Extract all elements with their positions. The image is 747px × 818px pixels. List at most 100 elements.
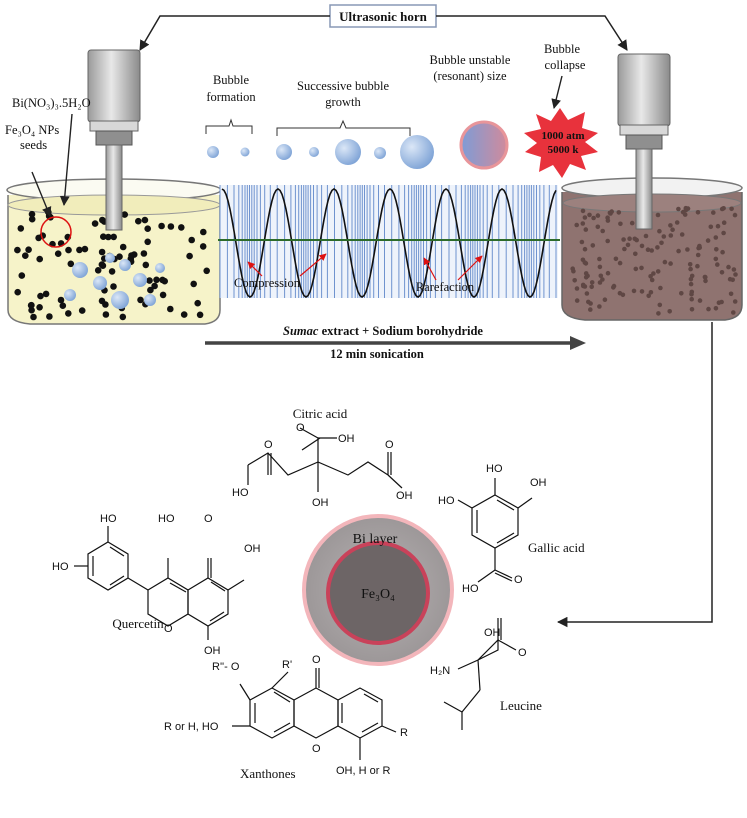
product-dot [595, 224, 601, 230]
precursor-dot [142, 261, 150, 269]
quercetin-o-1: O [204, 513, 213, 525]
precursor-dot [78, 307, 86, 314]
product-dot [583, 275, 589, 280]
chemical-structures: Citric acid O OH O O HO OH OH HO HO OH H… [52, 406, 585, 781]
product-dot [695, 210, 701, 215]
product-dot [661, 234, 667, 239]
product-dot [688, 276, 694, 282]
product-dot [639, 265, 644, 271]
product-dot [720, 249, 725, 255]
precursor-dot [135, 217, 142, 225]
product-dot [621, 237, 626, 242]
product-dot [689, 289, 695, 295]
product-dot [732, 299, 738, 304]
right-horn-head [617, 53, 671, 127]
product-dot [729, 206, 734, 212]
product-dot [595, 213, 601, 218]
precursor-dot [147, 286, 154, 294]
precursor-arrow [59, 113, 73, 206]
precursor-dot [159, 276, 166, 284]
precursor-dot [98, 261, 106, 268]
xanthone-oh-h-or-r: OH, H or R [336, 765, 390, 777]
precursor-dot [105, 233, 112, 241]
seeds-label-1: Fe₃O₄ NPs [5, 123, 59, 137]
product-dot [676, 248, 681, 254]
product-dot [597, 304, 602, 309]
product-dot [605, 270, 611, 276]
product-dot [618, 221, 623, 227]
pressure-bars [219, 185, 558, 298]
product-dot [583, 227, 589, 232]
precursor-dot [28, 306, 35, 314]
product-dot [655, 245, 660, 250]
left-horn-head [87, 49, 141, 123]
precursor-dot [98, 248, 106, 256]
precursor-dot [196, 311, 204, 319]
product-dot [580, 221, 586, 226]
left-beaker: Bi(NO₃)₃.5H₂O Fe₃O₄ NPs seeds [5, 49, 222, 325]
product-dot [721, 230, 726, 236]
quercetin-ho-2: HO [52, 561, 69, 573]
product-dot [695, 263, 700, 269]
product-dot [697, 298, 703, 303]
product-dot [649, 277, 655, 283]
growth-brace [276, 119, 411, 136]
product-dot [683, 205, 689, 211]
precursor-dot [65, 246, 72, 254]
growing-bubbles [207, 135, 434, 169]
core-label: Fe₃O₄ [361, 587, 395, 602]
precursor-dot [54, 250, 62, 257]
growth-label-1: Successive bubble [297, 79, 389, 93]
seeds-label-2: seeds [20, 138, 47, 152]
product-dot [721, 206, 726, 211]
right-horn-collar [619, 124, 669, 136]
precursor-dot [110, 283, 117, 290]
product-dot [719, 270, 725, 275]
product-dot [639, 243, 645, 249]
product-dot [574, 286, 580, 291]
precursor-dot [81, 245, 89, 253]
precursor-dot [28, 215, 36, 223]
precursor-dot [144, 238, 151, 246]
product-dot [589, 280, 595, 285]
collapse-arrow [551, 75, 563, 109]
bubble-formation-label-1: Bubble [213, 73, 250, 87]
quercetin-structure: HO HO HO O OH O OH Quercetin [52, 513, 261, 657]
precursor-dot [22, 252, 29, 259]
citric-o-2: O [264, 439, 273, 451]
precursor-dot [119, 243, 127, 251]
product-dot [662, 259, 668, 265]
product-dot [728, 291, 734, 297]
growth-label-2: growth [325, 95, 361, 109]
product-dot [676, 206, 681, 212]
precursor-dot [65, 310, 72, 317]
xanthone-o-ring: O [312, 743, 321, 755]
product-dot [703, 274, 708, 280]
product-dot [685, 247, 690, 252]
process-label-2: 12 min sonication [330, 347, 424, 361]
product-dot [711, 210, 716, 215]
burst-label-2: 5000 k [548, 144, 580, 156]
precursor-dot [180, 311, 188, 318]
precursor-dot [167, 223, 175, 230]
product-dot [713, 235, 719, 240]
product-dot [600, 228, 605, 234]
precursor-dot [110, 233, 117, 241]
resonant-bubble [459, 120, 509, 170]
xanthone-r-dprime-o: R''- O [212, 661, 240, 673]
quercetin-oh-1: OH [244, 543, 261, 555]
core-shell-particle: Bi layer Fe₃O₄ [302, 514, 454, 666]
precursor-dot [99, 216, 106, 224]
product-dot [572, 278, 577, 283]
shell-label: Bi layer [353, 532, 398, 547]
product-dot [695, 252, 701, 258]
precursor-dot [151, 282, 158, 290]
gallic-ho-top: HO [486, 463, 503, 475]
right-horn-rod [635, 148, 653, 230]
precursor-dot [27, 302, 35, 309]
citric-oh-3: OH [396, 490, 413, 502]
product-dot [613, 256, 619, 262]
gallic-acid-structure: HO HO OH HO O Gallic acid [438, 463, 585, 595]
product-dot [687, 262, 693, 267]
product-dot [655, 269, 661, 274]
